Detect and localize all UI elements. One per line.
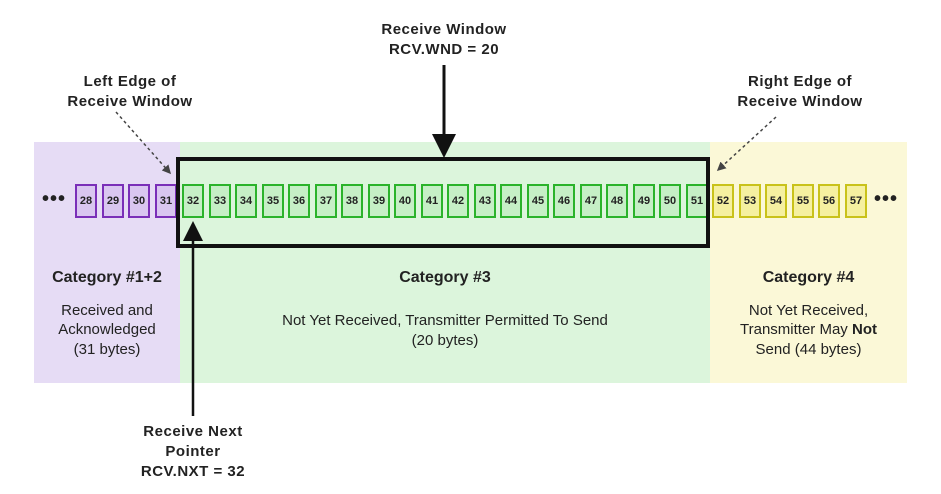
trailing-ellipsis: •••: [874, 188, 899, 210]
byte-cell: 37: [315, 184, 337, 218]
byte-cell: 43: [474, 184, 496, 218]
right-edge-label-line1: Right Edge of: [748, 73, 852, 90]
category-4-line1: Not Yet Received,: [748, 302, 869, 319]
byte-cell: 53: [739, 184, 761, 218]
byte-cell: 40: [394, 184, 416, 218]
next-pointer-line3: RCV.NXT = 32: [140, 463, 246, 480]
byte-cell: 47: [580, 184, 602, 218]
byte-cell: 57: [845, 184, 867, 218]
byte-cell: 36: [288, 184, 310, 218]
left-edge-arrow: [115, 111, 171, 175]
byte-cell: 54: [765, 184, 787, 218]
byte-cell: 33: [209, 184, 231, 218]
category-1-2-line2: Acknowledged: [58, 321, 156, 338]
byte-cell: 35: [262, 184, 284, 218]
category-4-line3: Send (44 bytes): [755, 341, 862, 358]
byte-cell: 44: [500, 184, 522, 218]
category-1-2-region: [34, 142, 180, 383]
category-4-line2-text: Transmitter May: [740, 321, 852, 338]
next-pointer-line1: Receive Next: [143, 423, 243, 440]
byte-cell: 48: [606, 184, 628, 218]
byte-cell: 32: [182, 184, 204, 218]
category-4-not-emphasis: Not: [851, 321, 877, 338]
leading-ellipsis: •••: [42, 188, 67, 210]
byte-cell: 29: [102, 184, 124, 218]
category-4-line2: Transmitter May Not: [710, 320, 907, 339]
byte-cell: 42: [447, 184, 469, 218]
next-pointer-line2: Pointer: [165, 443, 221, 460]
receive-window-title: Receive Window: [381, 21, 507, 38]
byte-cell: 38: [341, 184, 363, 218]
category-4-title: Category #4: [762, 269, 855, 286]
left-edge-label-line2: Receive Window: [67, 93, 193, 110]
category-1-2-title: Category #1+2: [52, 269, 162, 286]
category-1-2-line3: (31 bytes): [73, 341, 141, 358]
byte-cell: 55: [792, 184, 814, 218]
receive-window-value: RCV.WND = 20: [388, 41, 500, 58]
byte-cell: 45: [527, 184, 549, 218]
byte-cell: 41: [421, 184, 443, 218]
byte-cell: 39: [368, 184, 390, 218]
category-4-region: [710, 142, 907, 383]
receive-window-frame: [176, 157, 710, 248]
byte-cell: 34: [235, 184, 257, 218]
category-3-line1: Not Yet Received, Transmitter Permitted …: [282, 312, 608, 329]
byte-cell: 28: [75, 184, 97, 218]
byte-cell: 46: [553, 184, 575, 218]
right-edge-label-line2: Receive Window: [737, 93, 863, 110]
byte-cell: 56: [818, 184, 840, 218]
left-edge-label-line1: Left Edge of: [83, 73, 177, 90]
byte-cell: 52: [712, 184, 734, 218]
right-edge-arrow: [716, 116, 777, 172]
category-3-title: Category #3: [399, 269, 491, 286]
byte-cell: 30: [128, 184, 150, 218]
byte-cell: 49: [633, 184, 655, 218]
category-1-2-line1: Received and: [61, 302, 153, 319]
category-3-region: [180, 142, 710, 383]
category-3-line2: (20 bytes): [411, 332, 479, 349]
byte-cell: 50: [659, 184, 681, 218]
